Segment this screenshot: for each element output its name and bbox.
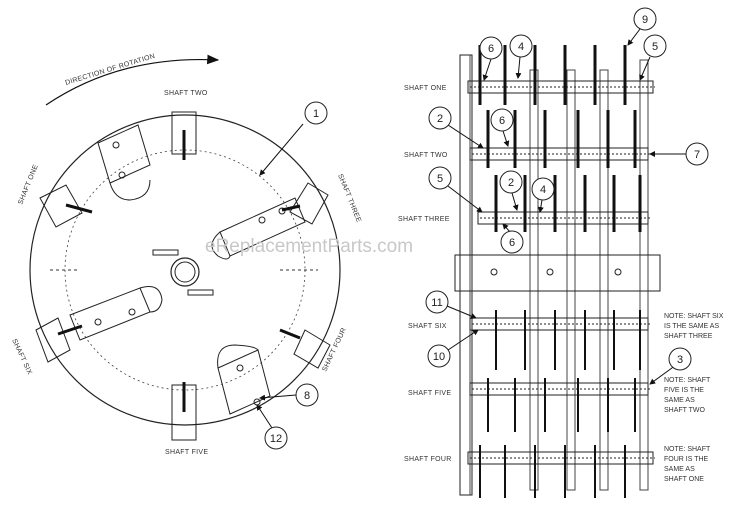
shaft-bracket-four (279, 328, 331, 369)
row-label-shaft-three: SHAFT THREE (398, 216, 450, 223)
tine-arm-right (211, 197, 306, 260)
row-label-shaft-six: SHAFT SIX (408, 323, 447, 330)
callout-4-middle: 4 (531, 177, 555, 213)
callout-2-middle: 2 (499, 170, 523, 211)
svg-text:6: 6 (499, 115, 505, 127)
callout-4-top: 4 (509, 34, 533, 79)
svg-text:7: 7 (694, 149, 700, 161)
center-hub (152, 249, 214, 296)
callout-7: 7 (649, 142, 709, 166)
callout-1: 1 (259, 101, 328, 176)
svg-text:6: 6 (488, 43, 494, 55)
callout-6-top: 6 (479, 36, 503, 81)
callout-6-middle: 6 (490, 108, 514, 147)
svg-text:5: 5 (437, 173, 443, 185)
svg-text:5: 5 (652, 41, 658, 53)
shaft-two-label: SHAFT TWO (164, 90, 208, 97)
shaft-bracket-six (35, 317, 83, 363)
svg-text:2: 2 (508, 177, 514, 189)
left-frame-rail (459, 54, 473, 496)
tine-arm-bottom (217, 344, 271, 415)
shaft-side-view: SHAFT ONE SHAFT TWO SHAFT THREE SHAFT SI… (398, 7, 725, 498)
shaft-bracket-one (39, 184, 93, 228)
frame-column-3 (599, 69, 609, 491)
svg-text:2: 2 (437, 113, 443, 125)
note-shaft-five: NOTE: SHAFT FIVE IS THE SAME AS SHAFT TW… (664, 377, 712, 414)
rotation-arrow (45, 54, 220, 106)
callout-9: 9 (627, 7, 657, 46)
row-label-shaft-four: SHAFT FOUR (404, 456, 452, 463)
row-label-shaft-five: SHAFT FIVE (408, 390, 451, 397)
callout-6-lower: 6 (500, 223, 524, 254)
shaft-bracket-five (171, 382, 197, 441)
svg-text:8: 8 (304, 390, 310, 402)
watermark: eReplacementParts.com (205, 236, 413, 257)
callout-5-top: 5 (639, 34, 667, 81)
shaft-four-label: SHAFT FOUR (321, 327, 347, 373)
shaft-one-label: SHAFT ONE (17, 164, 39, 206)
shaft-five-row (469, 378, 650, 432)
svg-text:6: 6 (509, 237, 515, 249)
callout-3: 3 (649, 347, 692, 385)
center-plate (454, 254, 661, 292)
svg-text:4: 4 (518, 41, 524, 53)
callout-11: 11 (425, 290, 477, 319)
svg-text:12: 12 (270, 433, 282, 445)
shaft-six-row (469, 310, 650, 370)
callout-2-upper: 2 (428, 106, 484, 149)
frame-column-2 (566, 69, 576, 491)
shaft-four-row (467, 445, 655, 498)
shaft-five-label: SHAFT FIVE (165, 449, 208, 456)
shaft-six-label: SHAFT SIX (10, 338, 33, 376)
shaft-bracket-two (171, 111, 197, 160)
tine-arm-left (69, 286, 163, 341)
shaft-one-row (467, 45, 655, 105)
shaft-three-label: SHAFT THREE (336, 173, 362, 224)
svg-text:1: 1 (313, 108, 319, 120)
callout-5-middle: 5 (428, 166, 483, 213)
direction-of-rotation-label: DIRECTION OF ROTATION (65, 53, 157, 87)
callout-8: 8 (259, 383, 319, 407)
svg-text:4: 4 (540, 184, 546, 196)
tine-arm-upper-left (97, 124, 151, 201)
svg-text:3: 3 (677, 354, 683, 366)
svg-text:9: 9 (642, 14, 648, 26)
shaft-bracket-three (281, 182, 329, 225)
shaft-three-row (477, 175, 650, 232)
svg-text:11: 11 (431, 297, 442, 309)
svg-text:10: 10 (433, 351, 445, 363)
rotor-disc (29, 114, 341, 426)
row-label-shaft-one: SHAFT ONE (404, 85, 447, 92)
note-shaft-four: NOTE: SHAFT FOUR IS THE SAME AS SHAFT ON… (664, 446, 712, 483)
frame-column-1 (529, 69, 539, 491)
row-label-shaft-two: SHAFT TWO (404, 152, 448, 159)
callout-12: 12 (256, 404, 288, 450)
bolt-circle (64, 149, 306, 391)
callout-10: 10 (427, 329, 479, 368)
note-shaft-six: NOTE: SHAFT SIX IS THE SAME AS SHAFT THR… (664, 313, 725, 340)
frame-column-4 (639, 59, 649, 491)
shaft-two-row (469, 110, 650, 168)
